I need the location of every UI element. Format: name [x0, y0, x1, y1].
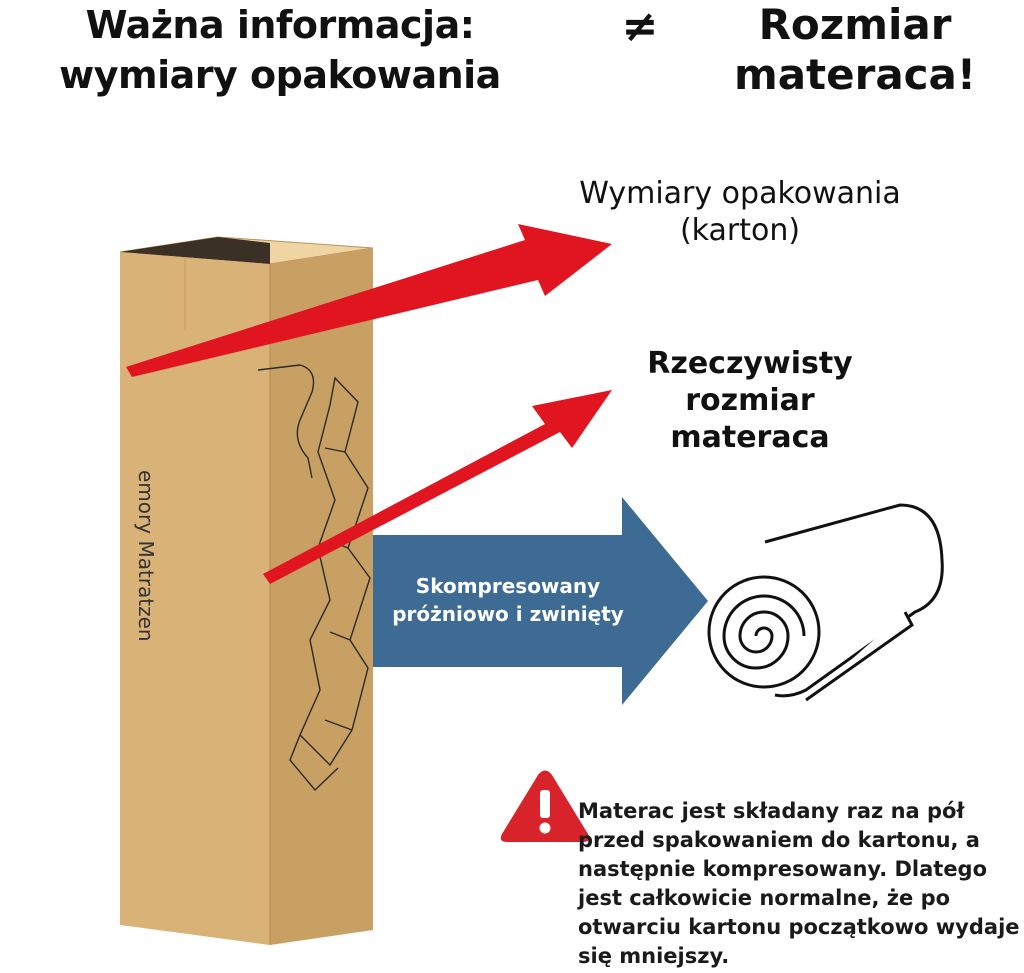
actual-size-label: Rzeczywisty rozmiar materaca	[647, 346, 853, 455]
box-brand-text: emory Matratzen	[134, 470, 158, 642]
blue-arrow	[373, 497, 708, 705]
red-arrow-actual-size	[263, 390, 612, 584]
header-right-title: Rozmiar materaca!	[733, 0, 977, 99]
red-arrow-packaging	[126, 224, 612, 377]
compressed-label: Skompresowany próżniowo i zwinięty	[392, 574, 624, 626]
warning-note-text: Materac jest składany raz na pół przed s…	[578, 799, 1020, 968]
warning-triangle-icon	[500, 770, 590, 842]
cardboard-box	[119, 236, 374, 945]
not-equal-symbol: ≠	[621, 1, 659, 52]
header-left-title: Ważna informacja: wymiary opakowania	[59, 3, 501, 97]
packaging-dimensions-label: Wymiary opakowania (karton)	[579, 176, 901, 248]
rolled-mattress-icon	[707, 503, 944, 702]
